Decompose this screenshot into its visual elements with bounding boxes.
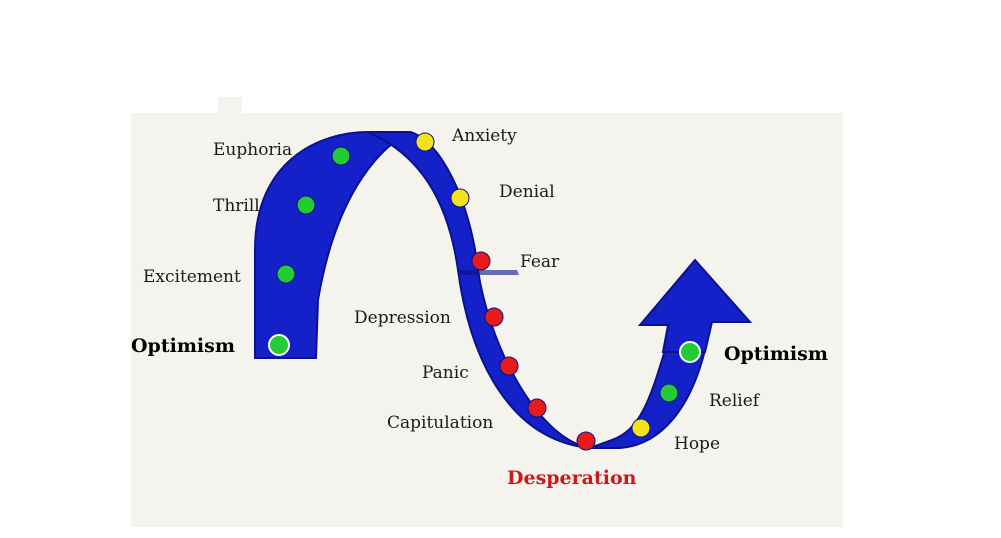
arrow-head <box>637 258 753 353</box>
stage-labels: Optimism Excitement Thrill Euphoria AnxietyD… <box>131 126 828 489</box>
stage-label-anxiety: Anxiety <box>451 126 517 146</box>
band-fold-shade <box>458 270 519 275</box>
stage-dot-excitement <box>276 264 296 284</box>
stage-dots <box>268 132 701 451</box>
stage-dot-thrill <box>296 195 316 215</box>
stage-label-optimism: Optimism <box>724 343 828 365</box>
stage-label-relief: Relief <box>709 391 761 411</box>
stage-label-capitulation: Capitulation <box>387 413 493 433</box>
stage-label-fear: Fear <box>520 252 560 272</box>
stage-dot-euphoria <box>331 146 351 166</box>
stage-label-hope: Hope <box>674 434 720 454</box>
stage-dot-denial <box>450 188 470 208</box>
stage-dot-anxiety <box>415 132 435 152</box>
stage-dot-panic <box>499 356 519 376</box>
stage-label-thrill: Thrill <box>213 196 260 216</box>
panel-tab <box>218 97 242 113</box>
stage-label-optimism: Optimism <box>131 335 235 357</box>
stage-dot-hope <box>631 418 651 438</box>
stage-dot-depression <box>484 307 504 327</box>
stage-dot-optimism <box>679 341 701 363</box>
stage-dot-capitulation <box>527 398 547 418</box>
stage-dot-relief <box>659 383 679 403</box>
stage-label-depression: Depression <box>354 308 451 328</box>
stage-label-desperation: Desperation <box>507 467 637 489</box>
stage-label-panic: Panic <box>422 363 469 383</box>
stage-label-euphoria: Euphoria <box>213 140 292 160</box>
stage-dot-fear <box>471 251 491 271</box>
stage-label-excitement: Excitement <box>143 267 241 287</box>
stage-dot-optimism <box>268 334 290 356</box>
stage-dot-desperation <box>576 431 596 451</box>
stage-label-denial: Denial <box>499 182 555 202</box>
